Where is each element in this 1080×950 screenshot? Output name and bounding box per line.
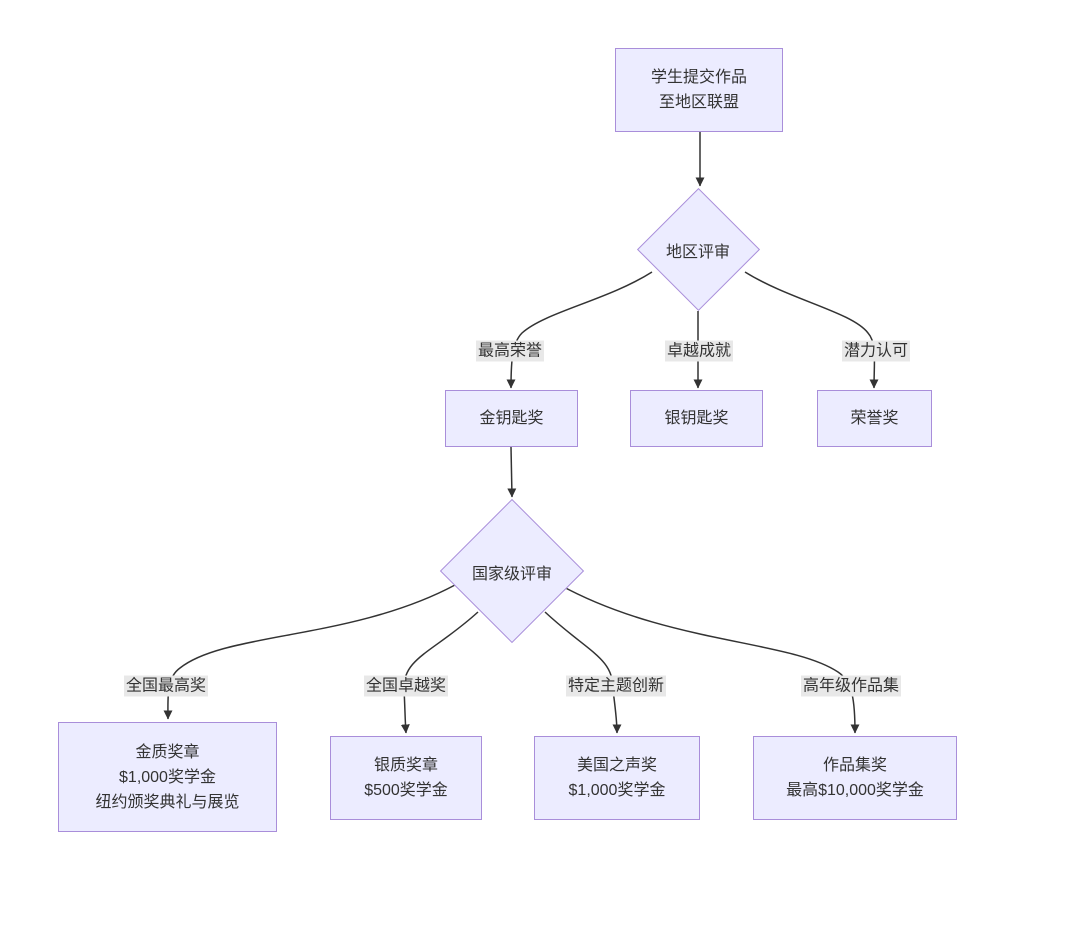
- node-honorable-mention: 荣誉奖: [817, 390, 932, 447]
- edge-label-theme-innovation: 特定主题创新: [565, 675, 667, 697]
- node-honorable-label: 荣誉奖: [850, 410, 899, 427]
- node-submit-work: 学生提交作品 至地区联盟: [615, 48, 783, 132]
- node-gold-key-label: 金钥匙奖: [479, 410, 544, 427]
- node-silver-key-label: 银钥匙奖: [664, 410, 729, 427]
- node-silver-medal-line1: 银质奖章: [373, 757, 438, 774]
- node-portfolio-line2: 最高$10,000奖学金: [786, 782, 924, 799]
- edge-regional-to-gold-key: [506, 271, 653, 389]
- node-submit-line1: 学生提交作品: [650, 69, 747, 86]
- node-american-voices: 美国之声奖 $1,000奖学金: [534, 736, 700, 820]
- node-submit-line2: 至地区联盟: [658, 94, 739, 111]
- edge-regional-to-honorable: [744, 271, 879, 389]
- edge-national-to-voices: [544, 611, 622, 734]
- node-gold-medal-line3: 纽约颁奖典礼与展览: [95, 793, 240, 811]
- edge-label-national-excellence: 全国卓越奖: [363, 675, 449, 697]
- node-gold-medal-line1: 金质奖章: [135, 743, 200, 761]
- node-silver-key-award: 银钥匙奖: [630, 390, 763, 447]
- edge-label-potential-recognition: 潜力认可: [841, 340, 911, 362]
- node-voices-line1: 美国之声奖: [576, 757, 657, 774]
- node-portfolio-award: 作品集奖 最高$10,000奖学金: [753, 736, 957, 820]
- node-silver-medal-line2: $500奖学金: [364, 782, 448, 799]
- node-gold-medal: 金质奖章 $1,000奖学金 纽约颁奖典礼与展览: [58, 722, 277, 832]
- node-gold-key-award: 金钥匙奖: [445, 390, 578, 447]
- edge-label-senior-portfolio: 高年级作品集: [800, 675, 902, 697]
- node-gold-medal-line2: $1,000奖学金: [119, 768, 216, 786]
- edge-label-national-top: 全国最高奖: [123, 675, 209, 697]
- edge-national-to-portfolio: [559, 584, 860, 734]
- decision-regional-review-label: 地区评审: [665, 244, 731, 261]
- node-portfolio-line1: 作品集奖: [822, 757, 887, 774]
- decision-national-review-label: 国家级评审: [471, 566, 553, 583]
- edge-label-highest-honor: 最高荣誉: [475, 340, 545, 362]
- edge-national-to-gold-medal: [163, 584, 456, 720]
- edge-label-excellence: 卓越成就: [664, 340, 734, 362]
- node-silver-medal: 银质奖章 $500奖学金: [330, 736, 482, 820]
- node-voices-line2: $1,000奖学金: [568, 782, 666, 799]
- edge-national-to-silver-medal: [400, 611, 479, 734]
- edge-gold-key-to-national: [507, 446, 517, 498]
